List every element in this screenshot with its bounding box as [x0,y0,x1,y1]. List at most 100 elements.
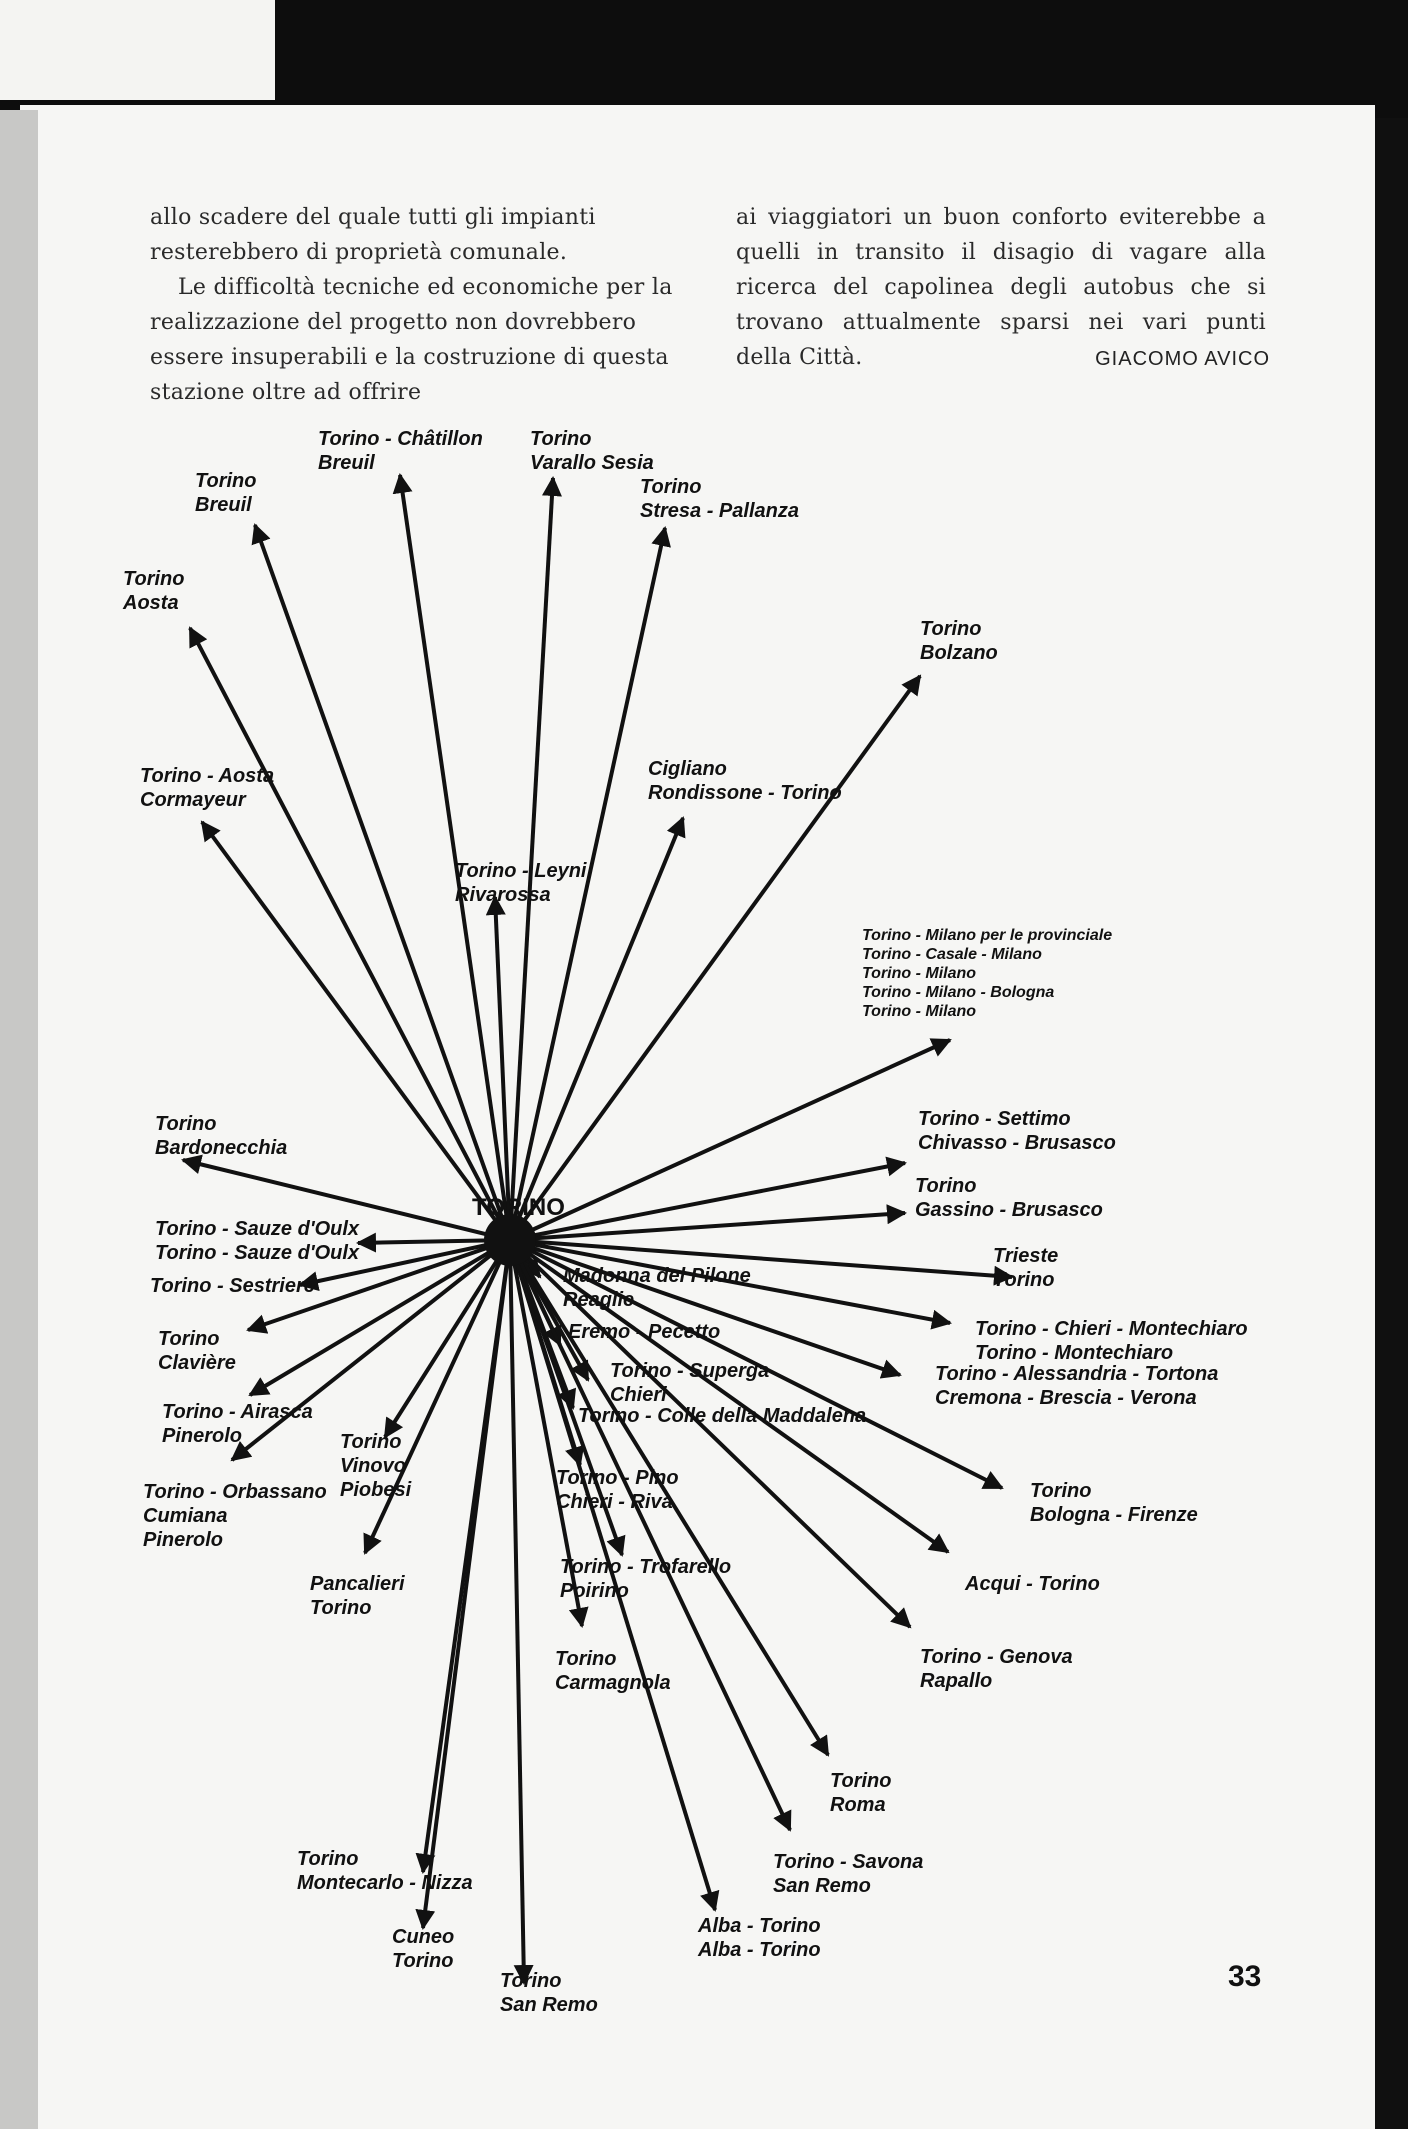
route-label-line: Torino - Superga [610,1360,769,1382]
route-label-line: Pinerolo [162,1425,242,1447]
hub-dot [484,1214,536,1266]
route-label-line: Torino - Milano [862,965,976,982]
route-arrow [509,1238,902,1379]
route-label-line: Torino - Leyni [455,860,587,882]
route-label-line: Torino - Sauze d'Oulx [155,1242,360,1264]
route-label-line: Piobesi [340,1479,412,1501]
page-sheet [20,105,1375,2129]
route-label-line: Bolzano [920,642,998,664]
route-label: Acqui - Torino [964,1573,1100,1595]
route-label-line: Torino - Sauze d'Oulx [155,1218,360,1240]
route-label-line: San Remo [773,1875,871,1897]
route-label-line: Torino [830,1770,891,1792]
route-label-line: Torino - Alessandria - Tortona [935,1363,1218,1385]
route-label-line: Torino [500,1970,561,1992]
route-label: Torino - Colle della Maddalena [578,1405,866,1427]
article-right-column: ai viaggiatori un buon conforto evitereb… [736,200,1266,375]
route-arrow [509,1238,952,1330]
route-label-line: Torino [920,618,981,640]
route-arrow [508,674,922,1242]
route-arrow [485,895,512,1241]
route-label-line: Torino - Casale - Milano [862,946,1042,963]
route-label-line: Torino - Milano per le provinciale [862,927,1112,944]
route-label-line: Torino [340,1431,401,1453]
route-label-line: Torino [297,1848,358,1870]
hub: TORINO [472,1194,565,1266]
route-arrows [181,473,1014,1985]
route-arrow [508,1238,950,1554]
route-label-line: Torino - Orbassano [143,1481,327,1503]
route-arrow [508,1239,626,1557]
route-label-line: Torino - Aosta [140,765,274,787]
route-label-line: Breuil [195,494,252,516]
scan-border-right [1375,118,1408,2129]
route-arrow [509,1204,907,1242]
route-label-line: Torino [392,1950,453,1972]
route-arrow [509,1238,1004,1490]
route-label-line: Torino [530,428,591,450]
route-label-line: Chivasso - Brusasco [918,1132,1116,1154]
route-label-line: Stresa - Pallanza [640,500,799,522]
route-label-line: Bologna - Firenze [1030,1504,1198,1526]
route-arrow [188,626,512,1241]
route-label-line: Cumiana [143,1505,227,1527]
route-label: Eremo - Pecetto [568,1321,720,1343]
route-arrow [508,1239,534,1985]
route-label: Torino - Sestriere [150,1275,315,1297]
route-arrow [508,1239,720,1912]
route-label-line: Aosta [122,592,179,614]
route-label-line: Torino [155,1113,216,1135]
route-label-line: Clavière [158,1352,236,1374]
route-label-line: Torino - Pino [556,1467,679,1489]
route-label-line: Pinerolo [143,1529,223,1551]
route-arrow [230,1238,512,1462]
route-arrow [383,1238,512,1439]
route-label-line: Madonna del Pilone [563,1265,751,1287]
route-arrow [508,476,562,1241]
route-label-line: Reaglie [563,1289,634,1311]
route-label-line: Montecarlo - Nizza [297,1872,473,1894]
route-label-line: Torino - Savona [773,1851,923,1873]
route-label-line: Torino [123,568,184,590]
route-arrow [363,1239,512,1555]
route-arrow [392,473,512,1241]
route-label-line: Alba - Torino [697,1915,821,1937]
route-label-line: Cormayeur [140,789,247,811]
route-arrow [415,1239,512,1930]
route-arrow [248,1238,512,1397]
route-label-line: Torino [993,1269,1054,1291]
route-arrow [508,1239,589,1628]
route-label-line: Torino [1030,1480,1091,1502]
page-number: 33 [1228,1960,1262,1993]
route-label-line: Torino [555,1648,616,1670]
route-arrow [246,1238,511,1334]
route-label-line: Rivarossa [455,884,551,906]
route-label-line: Torino - Genova [920,1646,1073,1668]
route-label-line: Torino [640,476,701,498]
author-signature: GIACOMO AVICO [1095,348,1270,370]
